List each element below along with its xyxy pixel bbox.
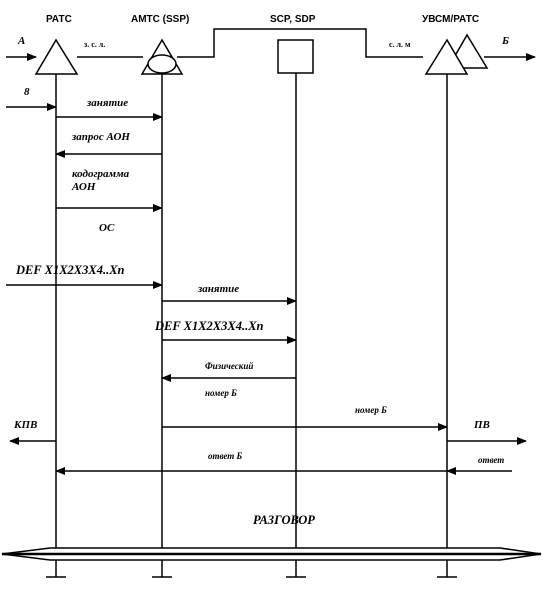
label-slm: с. л. м — [389, 40, 411, 49]
msg-nomer-b-1: номер Б — [205, 388, 237, 398]
header-pats: РАТС — [46, 14, 72, 25]
header-scp: SCP, SDP — [270, 14, 316, 25]
msg-zanyatie-2: занятие — [197, 283, 239, 295]
scp-box — [277, 39, 314, 74]
label-pv: ПВ — [473, 419, 490, 431]
msg-def-1: DEF X1X2X3X4..Xn — [15, 263, 125, 277]
label-zsl: з. с. л. — [84, 40, 105, 49]
amts-ellipse — [147, 54, 177, 74]
label-kpv: КПВ — [13, 419, 37, 431]
label-otvet: ответ — [478, 455, 504, 465]
header-amts: АМТС (SSP) — [131, 14, 189, 25]
msg-nomer-b-2: номер Б — [355, 405, 387, 415]
msg-def-2: DEF X1X2X3X4..Xn — [154, 319, 264, 333]
label-b: Б — [501, 35, 509, 47]
msg-kodogramma-line1: кодограмма — [72, 168, 130, 180]
pats-triangle — [34, 38, 79, 75]
msg-fizicheskiy: Физический — [205, 361, 253, 371]
msg-zanyatie-1: занятие — [86, 97, 128, 109]
msg-os: ОС — [99, 222, 115, 234]
header-uvsm: УВСМ/РАТС — [422, 14, 479, 25]
label-eight: 8 — [24, 86, 30, 98]
msg-kodogramma-line2: АОН — [71, 181, 96, 193]
scp-bracket-link — [177, 28, 423, 58]
label-razgovor: РАЗГОВОР — [253, 513, 315, 527]
label-a: А — [17, 35, 25, 47]
msg-zapros-aon: запрос АОН — [71, 131, 130, 143]
msg-otvet-b: ответ Б — [208, 451, 243, 461]
